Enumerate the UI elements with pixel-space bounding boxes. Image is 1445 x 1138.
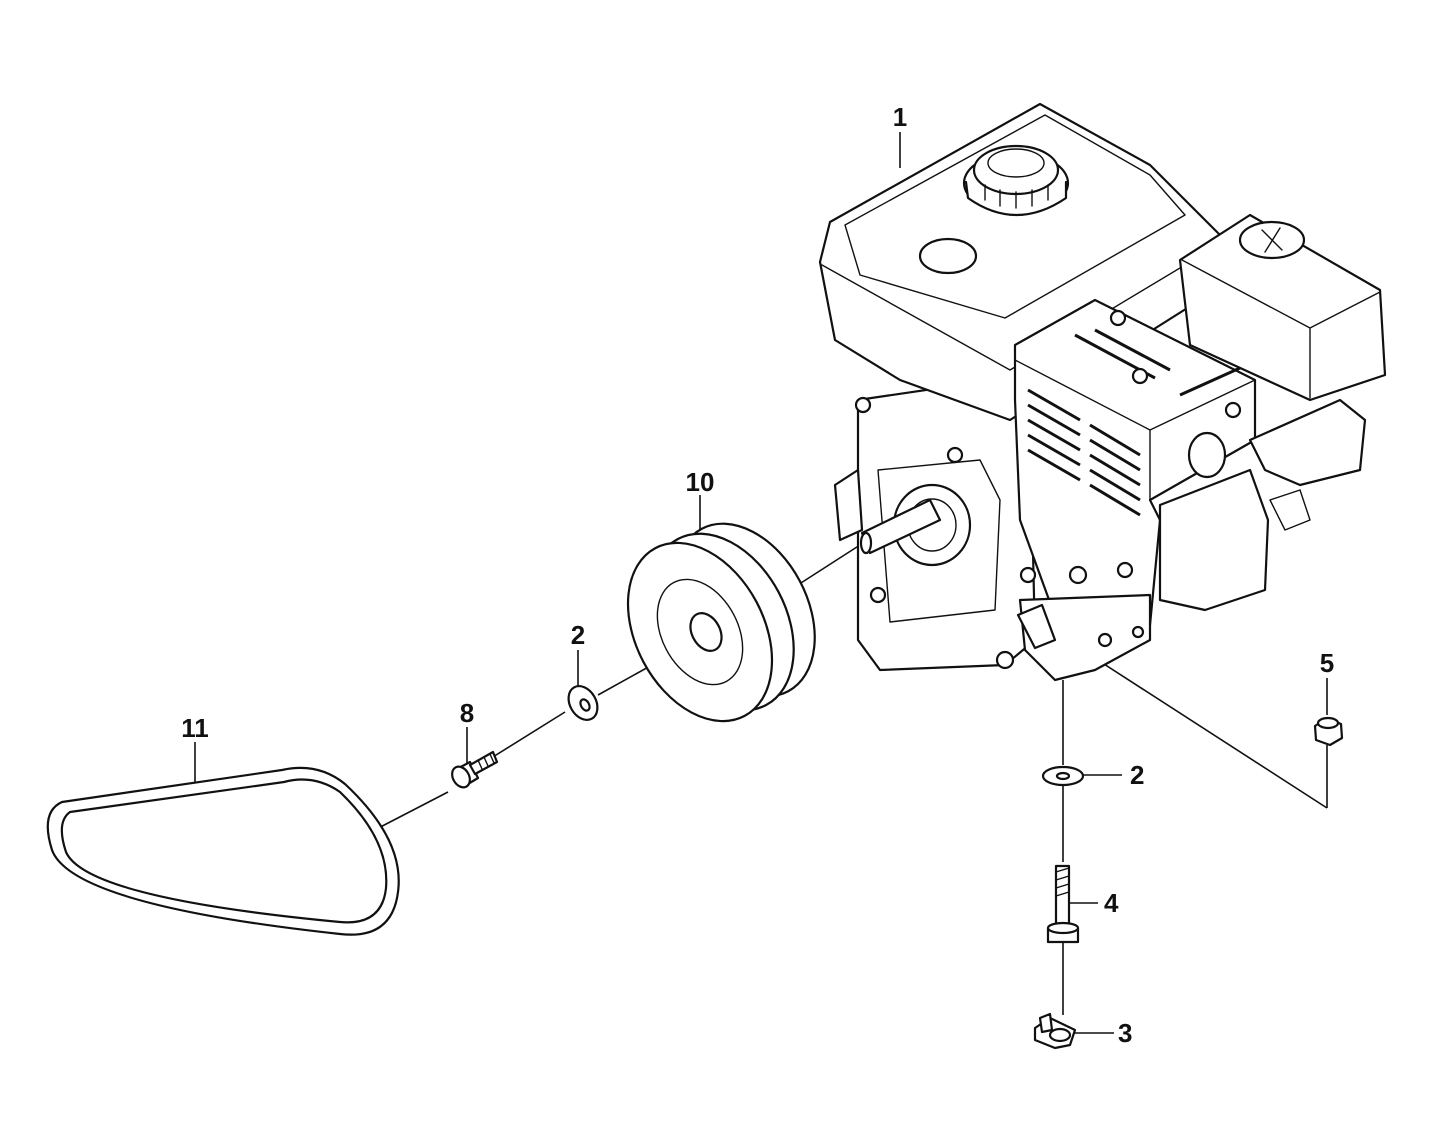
bolt-pulley-drawing [451,750,499,789]
callout-pulley: 10 [686,467,715,497]
clip-nut-drawing [1033,1012,1077,1050]
pulley-drawing [626,522,816,723]
bolt-mount-drawing [1046,864,1080,944]
callout-washer-mount: 2 [1130,760,1144,790]
cooling-fins [1027,328,1241,517]
engine-drawing [818,102,1387,682]
callout-bolt-mount: 4 [1104,888,1119,918]
callout-washer-pulley: 2 [571,620,585,650]
callout-bolt-pulley: 8 [460,698,474,728]
callout-labels: 1 10 2 8 11 5 2 4 3 [181,102,1334,1048]
v-belt-drawing [46,766,400,936]
callout-engine: 1 [893,102,907,132]
washer-mount-drawing [1041,765,1085,787]
callout-clip-nut: 3 [1118,1018,1132,1048]
callout-v-belt: 11 [181,713,209,743]
nut-drawing [1313,716,1344,747]
callout-nut: 5 [1320,648,1334,678]
washer-pulley-drawing [567,685,599,721]
